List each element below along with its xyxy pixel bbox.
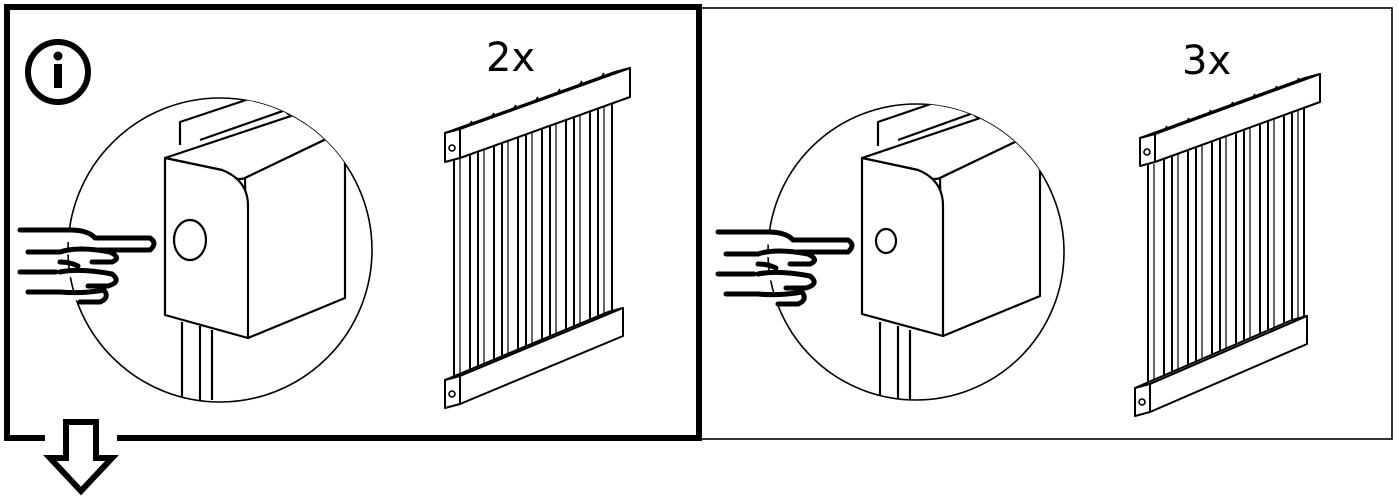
dowel-hole	[874, 227, 898, 255]
fence-panel-2	[1134, 73, 1321, 417]
dowel-hole	[172, 218, 208, 262]
detail-circle-1	[67, 97, 373, 403]
fence-panel-1	[444, 67, 631, 409]
pointing-hand-icon	[17, 227, 157, 305]
detail-circle-2	[767, 103, 1065, 401]
quantity-label-1: 2x	[486, 35, 535, 81]
panel-2-frame	[700, 7, 1393, 440]
step-panel-1: 2x	[4, 4, 702, 441]
pointing-hand-icon	[715, 229, 855, 307]
panel-1-frame	[4, 4, 702, 441]
info-circle-icon	[25, 39, 91, 105]
down-arrow-icon	[43, 419, 119, 496]
quantity-label-2: 3x	[1182, 38, 1231, 84]
step-panel-2: 3x	[700, 7, 1393, 440]
